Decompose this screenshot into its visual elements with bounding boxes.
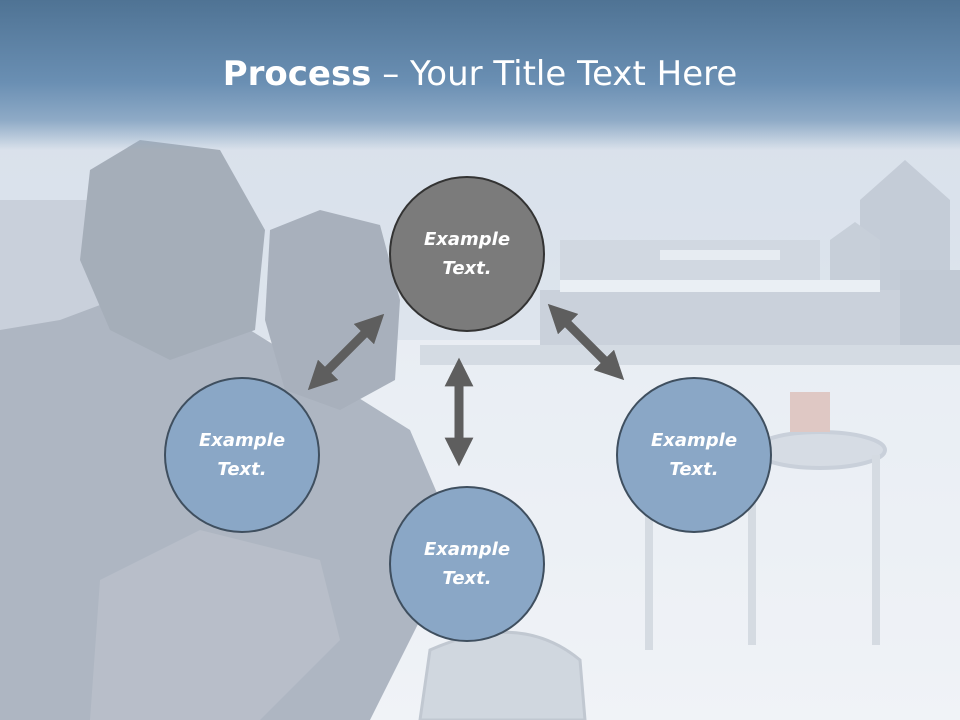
process-node-bottom[interactable]: Example Text. xyxy=(389,486,545,642)
arrow-top-left xyxy=(318,324,374,380)
node-top-line1: Example xyxy=(424,225,510,254)
arrow-top-right xyxy=(558,314,614,370)
node-left-line2: Text. xyxy=(217,455,266,484)
node-left-line1: Example xyxy=(199,426,285,455)
node-bottom-line2: Text. xyxy=(442,564,491,593)
process-node-left[interactable]: Example Text. xyxy=(164,377,320,533)
process-node-top[interactable]: Example Text. xyxy=(389,176,545,332)
node-bottom-line1: Example xyxy=(424,535,510,564)
node-right-line2: Text. xyxy=(669,455,718,484)
node-top-line2: Text. xyxy=(442,254,491,283)
node-right-line1: Example xyxy=(651,426,737,455)
process-node-right[interactable]: Example Text. xyxy=(616,377,772,533)
